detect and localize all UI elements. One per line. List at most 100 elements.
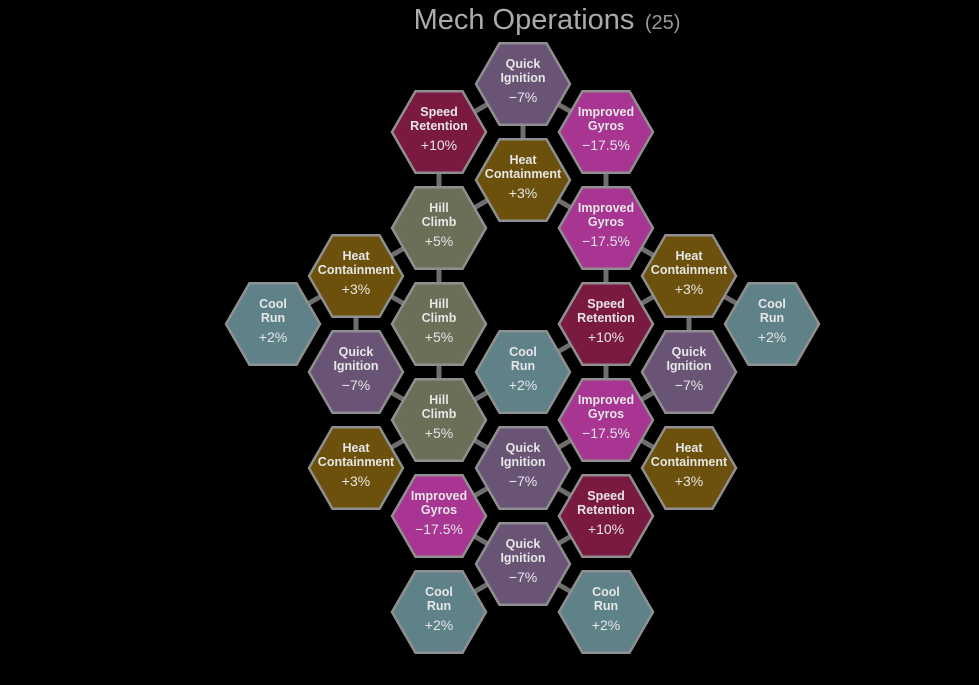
skill-name-line-1: Improved	[578, 201, 634, 215]
skill-value: +3%	[342, 281, 370, 297]
skill-name-line-1: Hill	[429, 297, 448, 311]
skill-hexagon	[640, 234, 738, 318]
skill-name-line-1: Heat	[509, 153, 537, 167]
skill-name-line-1: Improved	[411, 489, 467, 503]
skill-name-line-2: Run	[261, 311, 285, 325]
skill-hexagon	[390, 282, 488, 366]
skill-hexagon	[474, 330, 572, 414]
skill-name-line-1: Quick	[672, 345, 707, 359]
skill-name-line-2: Run	[594, 599, 618, 613]
skill-name-line-1: Heat	[675, 441, 703, 455]
skill-hexagon	[390, 570, 488, 654]
skill-value: +3%	[675, 473, 703, 489]
skill-name-line-1: Improved	[578, 393, 634, 407]
skill-name-line-2: Gyros	[421, 503, 457, 517]
skill-name-line-2: Climb	[422, 311, 457, 325]
tree-title: Mech Operations (25)	[0, 4, 979, 37]
skill-name-line-2: Ignition	[666, 359, 711, 373]
skill-name-line-1: Cool	[758, 297, 786, 311]
skill-nodes: QuickIgnition−7%SpeedRetention+10%Improv…	[224, 42, 821, 654]
tree-title-text: Mech Operations	[413, 4, 635, 36]
skill-value: +2%	[592, 617, 620, 633]
skill-hexagon	[390, 378, 488, 462]
skill-hexagon	[557, 90, 655, 174]
skill-hexagon	[640, 330, 738, 414]
skill-name-line-1: Quick	[339, 345, 374, 359]
skill-name-line-2: Containment	[651, 263, 728, 277]
skill-hexagon	[474, 138, 572, 222]
skill-name-line-2: Containment	[318, 455, 395, 469]
skill-value: +2%	[425, 617, 453, 633]
skill-hexagon	[557, 282, 655, 366]
skill-name-line-1: Speed	[587, 297, 625, 311]
skill-name-line-1: Speed	[587, 489, 625, 503]
skill-value: +2%	[509, 377, 537, 393]
skill-hexagon	[474, 42, 572, 126]
skill-name-line-2: Climb	[422, 215, 457, 229]
skill-value: +10%	[421, 137, 457, 153]
skill-name-line-1: Hill	[429, 393, 448, 407]
skill-count: (25)	[644, 12, 681, 34]
skill-name-line-2: Retention	[577, 311, 635, 325]
skill-hexagon	[723, 282, 821, 366]
skill-value: −17.5%	[582, 137, 630, 153]
skill-name-line-1: Quick	[506, 57, 541, 71]
skill-value: −7%	[342, 377, 370, 393]
skill-name-line-1: Heat	[675, 249, 703, 263]
skill-value: +2%	[758, 329, 786, 345]
skill-name-line-2: Climb	[422, 407, 457, 421]
skill-name-line-2: Run	[427, 599, 451, 613]
skill-name-line-1: Heat	[342, 249, 370, 263]
skill-hexagon	[557, 378, 655, 462]
skill-name-line-1: Cool	[509, 345, 537, 359]
skill-hexagon	[390, 186, 488, 270]
skill-value: −7%	[509, 89, 537, 105]
skill-value: −7%	[509, 569, 537, 585]
skill-value: −17.5%	[415, 521, 463, 537]
skill-hexagon	[307, 234, 405, 318]
skill-value: +3%	[675, 281, 703, 297]
skill-name-line-2: Ignition	[500, 71, 545, 85]
skill-value: −7%	[509, 473, 537, 489]
skill-name-line-2: Containment	[318, 263, 395, 277]
skill-hexagon	[390, 474, 488, 558]
skill-hexagon	[557, 570, 655, 654]
skill-hexagon	[557, 186, 655, 270]
skill-name-line-2: Containment	[651, 455, 728, 469]
skill-value: +3%	[342, 473, 370, 489]
skill-name-line-1: Cool	[259, 297, 287, 311]
skill-value: +5%	[425, 329, 453, 345]
skill-name-line-1: Hill	[429, 201, 448, 215]
skill-hexagon	[474, 426, 572, 510]
skill-name-line-2: Ignition	[500, 455, 545, 469]
skill-hexagon	[390, 90, 488, 174]
skill-name-line-1: Quick	[506, 441, 541, 455]
skill-value: +2%	[259, 329, 287, 345]
